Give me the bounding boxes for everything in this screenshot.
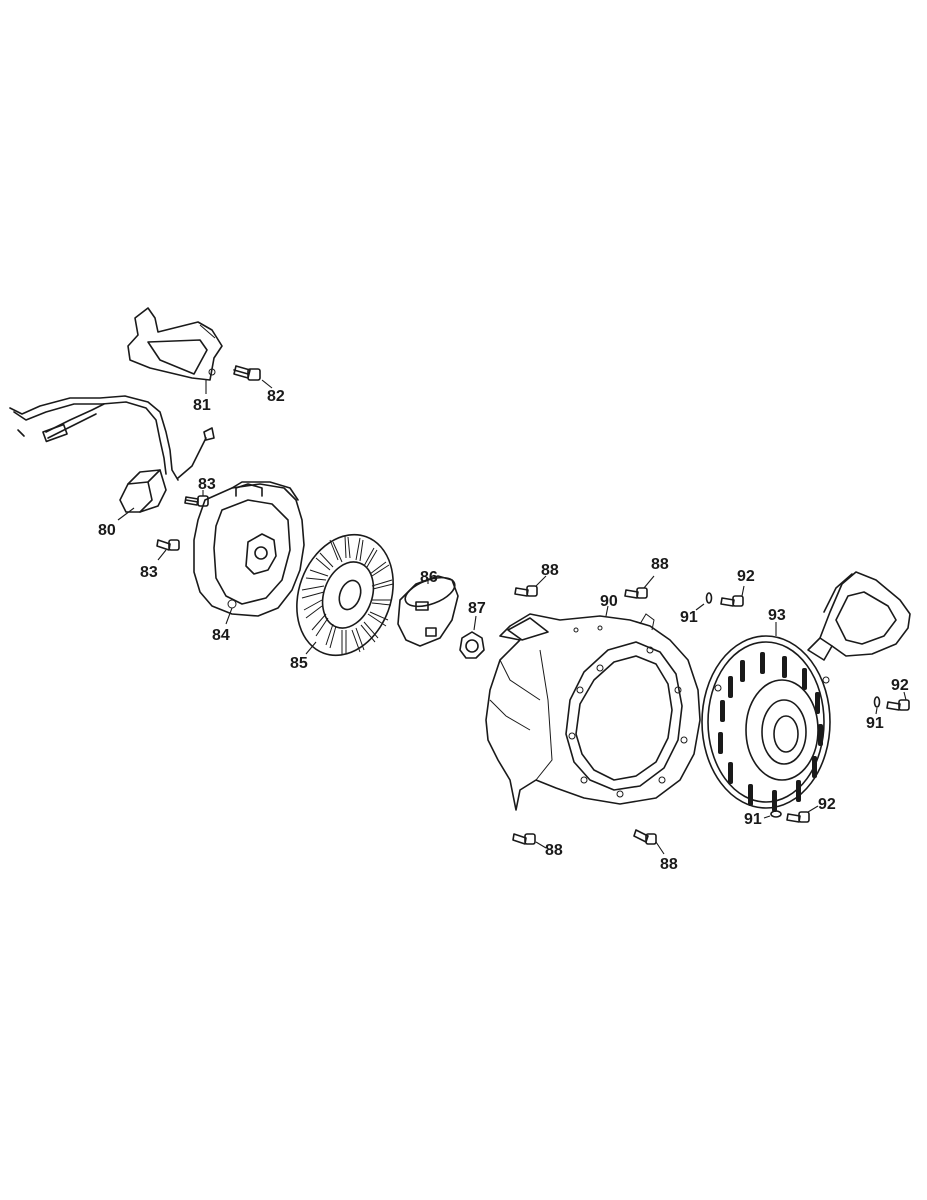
part-screw-83b [156, 539, 180, 551]
callout-83b: 83 [140, 564, 158, 581]
callout-88b: 88 [651, 556, 669, 573]
callout-83a: 83 [198, 476, 216, 493]
callout-85: 85 [290, 655, 308, 672]
callout-92c: 92 [818, 796, 836, 813]
part-washer-91b [873, 696, 881, 708]
part-bolt-82 [233, 365, 261, 381]
part-bracket [127, 307, 223, 381]
part-fan-flywheel [296, 533, 394, 657]
callout-92b: 92 [891, 677, 909, 694]
callout-labels: 81 82 80 83 83 84 85 86 87 88 88 88 88 9… [98, 388, 909, 873]
part-stator-housing [193, 481, 305, 617]
callout-81: 81 [193, 397, 211, 414]
part-recoil-starter [701, 571, 911, 812]
part-bolt-92c [786, 811, 810, 823]
callout-92a: 92 [737, 568, 755, 585]
part-screw-88d [633, 829, 657, 845]
callout-91a: 91 [680, 609, 698, 626]
part-washer-91a [705, 592, 713, 604]
callout-91b: 91 [866, 715, 884, 732]
callout-84: 84 [212, 627, 230, 644]
part-screw-88c [512, 833, 536, 845]
part-bolt-92a [720, 595, 744, 607]
part-bolt-92b [886, 699, 910, 711]
callout-88c: 88 [545, 842, 563, 859]
callout-80: 80 [98, 522, 116, 539]
part-screw-88a [514, 585, 538, 597]
callout-82: 82 [267, 388, 285, 405]
callout-86: 86 [420, 569, 438, 586]
callout-93: 93 [768, 607, 786, 624]
callout-88a: 88 [541, 562, 559, 579]
callout-88d: 88 [660, 856, 678, 873]
callout-91c: 91 [744, 811, 762, 828]
part-ignition-coil [9, 395, 215, 513]
callout-87: 87 [468, 600, 486, 617]
leader-lines [117, 379, 907, 855]
part-nut [459, 631, 485, 659]
callout-90: 90 [600, 593, 618, 610]
part-starter-cup [397, 575, 459, 647]
part-screw-88b [624, 587, 648, 599]
part-washer-91c [770, 810, 782, 818]
part-fan-shroud [485, 613, 701, 811]
